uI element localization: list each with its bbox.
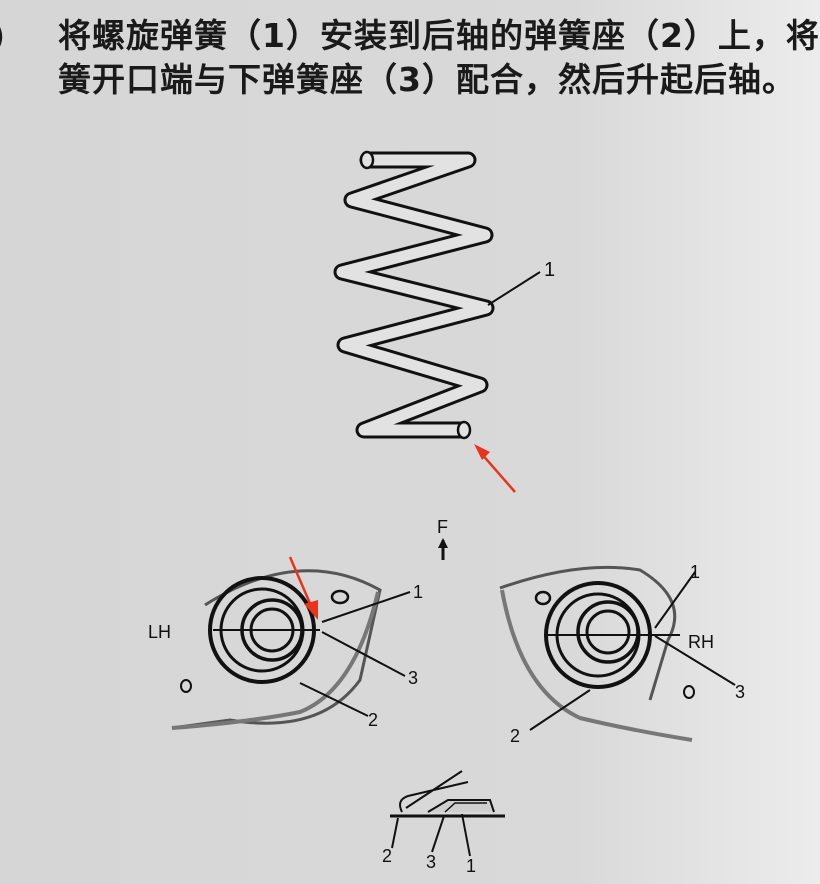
section-label-1: 1 xyxy=(466,856,476,876)
left-spring-seat xyxy=(171,569,411,730)
rh-label: RH xyxy=(688,632,714,652)
front-arrow-icon xyxy=(438,538,448,560)
step-number: 1) xyxy=(0,14,58,58)
step-text: 将螺旋弹簧（1）安装到后轴的弹簧座（2）上，将弹簧开口端与下弹簧座（3）配合，然… xyxy=(58,16,820,99)
lh-part-label-3: 3 xyxy=(408,668,418,688)
leader-line xyxy=(487,271,541,306)
lh-label: LH xyxy=(148,622,171,642)
front-marker-label: F xyxy=(437,517,448,537)
right-spring-seat xyxy=(499,565,736,742)
rh-part-label-3: 3 xyxy=(735,682,745,702)
lh-part-label-2: 2 xyxy=(368,710,378,730)
section-label-2: 2 xyxy=(382,846,392,866)
section-view xyxy=(390,770,505,857)
rh-part-label-1: 1 xyxy=(690,562,700,582)
red-arrow-icon xyxy=(474,444,516,493)
coil-spring xyxy=(333,150,495,440)
section-label-3: 3 xyxy=(426,852,436,872)
spring-part-label: 1 xyxy=(544,259,555,281)
red-arrow-icon xyxy=(288,556,318,620)
rh-part-label-2: 2 xyxy=(510,726,520,746)
lh-part-label-1: 1 xyxy=(413,582,423,602)
instruction-text: 1)将螺旋弹簧（1）安装到后轴的弹簧座（2）上，将弹簧开口端与下弹簧座（3）配合… xyxy=(0,14,820,102)
